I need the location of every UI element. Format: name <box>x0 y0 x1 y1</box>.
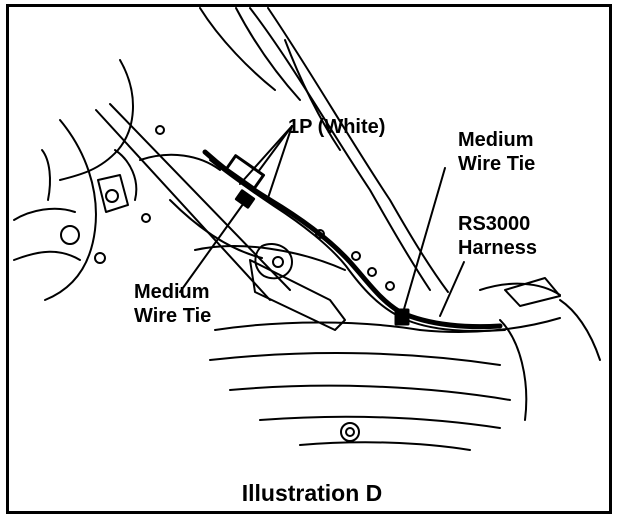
label-1p-white: 1P (White) <box>288 116 386 138</box>
left-wheel-arch <box>13 59 138 301</box>
seat-belt-retractor <box>249 243 346 331</box>
rs3000-harness-wire-inner <box>209 159 506 332</box>
leader-lines <box>179 125 465 317</box>
rs3000-harness-wire <box>202 149 503 330</box>
label-medium-wire-tie-left: Medium Wire Tie <box>134 281 212 327</box>
fasteners <box>141 125 395 442</box>
label-rs3000-harness: RS3000 Harness <box>458 213 537 259</box>
connector-1p <box>224 154 266 190</box>
illustration-frame <box>6 4 612 514</box>
label-medium-wire-tie-right: Medium Wire Tie <box>458 129 536 175</box>
body-pillar <box>199 7 449 293</box>
illustration-caption: Illustration D <box>241 480 383 506</box>
wire-tie-right <box>394 308 410 326</box>
wire-tie-left <box>234 189 256 209</box>
